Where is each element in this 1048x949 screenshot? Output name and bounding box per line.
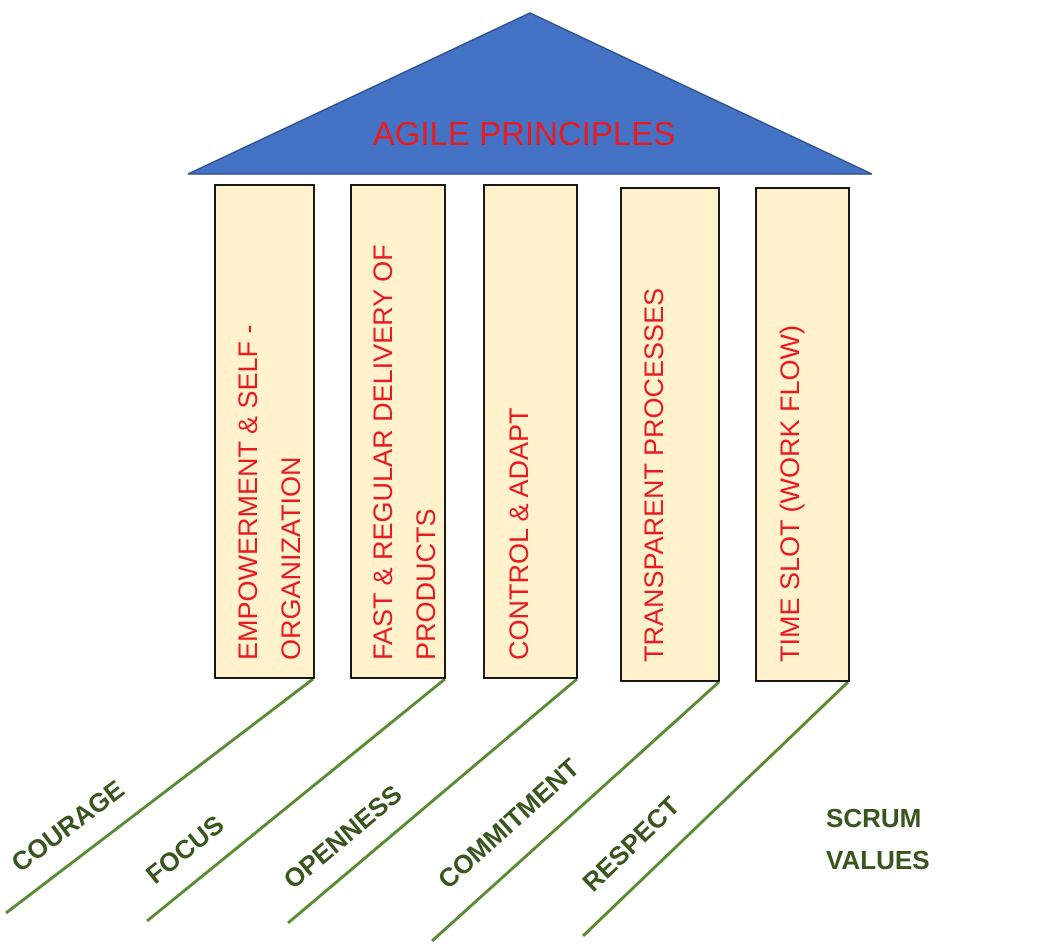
scrum-values-title-line-2: VALUES xyxy=(826,845,930,875)
pillar-4-line-1: TRANSPARENT PROCESSES xyxy=(639,288,669,662)
pillar-1-line-1: EMPOWERMENT & SELF - xyxy=(233,324,263,660)
value-line-focus xyxy=(146,677,446,923)
pillar-1-box xyxy=(214,184,315,679)
pillar-4-box xyxy=(620,187,720,682)
pillar-2-box xyxy=(350,184,446,679)
pillar-3-box xyxy=(483,184,578,679)
pillar-3-line-1: CONTROL & ADAPT xyxy=(504,407,534,660)
pillar-1-line-2: ORGANIZATION xyxy=(276,456,306,660)
value-line-commitment xyxy=(430,680,721,943)
value-label-respect: RESPECT xyxy=(576,790,685,897)
pillar-5-line-1: TIME SLOT (WORK FLOW) xyxy=(775,325,805,662)
pillar-5-box xyxy=(755,187,850,682)
pillar-2-line-1: FAST & REGULAR DELIVERY OF xyxy=(368,244,398,660)
pillar-2-line-2: PRODUCTS xyxy=(411,508,441,660)
roof-label: AGILE PRINCIPLES xyxy=(373,115,676,152)
value-line-respect xyxy=(581,680,850,938)
value-label-courage: COURAGE xyxy=(6,774,130,878)
value-line-courage xyxy=(5,677,314,915)
roof-triangle xyxy=(187,12,873,175)
value-line-openness xyxy=(287,677,578,925)
scrum-values-title-line-1: SCRUM xyxy=(826,803,921,833)
value-label-focus: FOCUS xyxy=(140,809,230,890)
